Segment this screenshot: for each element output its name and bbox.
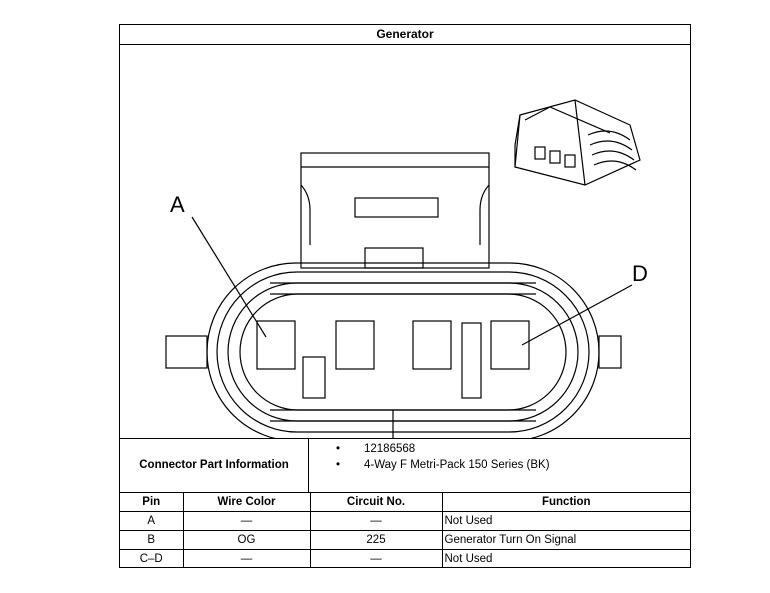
latch-housing <box>300 152 490 269</box>
cavity-c <box>412 320 452 370</box>
right-tab <box>598 335 622 369</box>
cavity-a <box>256 320 296 370</box>
pin-d-callout: D <box>632 261 648 286</box>
pin-cell: A <box>120 511 184 531</box>
pin-a-callout: A <box>170 192 185 217</box>
connector-info-label: Connector Part Information <box>120 439 309 492</box>
connector-outer-shell <box>206 262 600 442</box>
circuit-cell: 225 <box>309 530 443 550</box>
diagram-title: Generator <box>120 25 690 45</box>
pin-table: Pin Wire Color Circuit No. Function A — … <box>120 493 690 568</box>
connector-part-info: Connector Part Information •12186568 •4-… <box>120 438 690 493</box>
wire-color-cell: OG <box>182 530 311 550</box>
list-item: •12186568 <box>320 441 550 457</box>
circuit-cell: — <box>309 511 443 531</box>
list-item: •4-Way F Metri-Pack 150 Series (BK) <box>320 457 550 473</box>
function-cell: Not Used <box>441 511 690 531</box>
bullet-icon: • <box>336 443 341 455</box>
connector-diagram-frame: Generator <box>119 24 691 568</box>
table-row: C–D — — Not Used <box>120 549 690 568</box>
pin-cell: C–D <box>120 549 184 568</box>
function-cell: Not Used <box>441 549 690 568</box>
connector-info-list: •12186568 •4-Way F Metri-Pack 150 Series… <box>320 441 550 473</box>
wire-color-cell: — <box>182 549 311 568</box>
table-row: B OG 225 Generator Turn On Signal <box>120 530 690 550</box>
table-row: A — — Not Used <box>120 511 690 531</box>
connector-drawing: A D <box>120 45 690 442</box>
pin-cell: B <box>120 530 184 550</box>
wire-color-cell: — <box>182 511 311 531</box>
connector-3d-sketch <box>514 99 641 186</box>
bullet-icon: • <box>336 459 341 471</box>
left-tab <box>165 335 208 369</box>
table-header-row: Pin Wire Color Circuit No. Function <box>120 493 690 512</box>
column-header-function: Function <box>441 493 690 512</box>
cavity-b <box>335 320 375 370</box>
column-header-circuit-no: Circuit No. <box>309 493 443 512</box>
connector-face-illustration: A D <box>165 99 648 442</box>
circuit-cell: — <box>309 549 443 568</box>
column-header-wire-color: Wire Color <box>182 493 311 512</box>
cavity-d <box>490 320 530 370</box>
function-cell: Generator Turn On Signal <box>441 530 690 550</box>
column-header-pin: Pin <box>120 493 184 512</box>
